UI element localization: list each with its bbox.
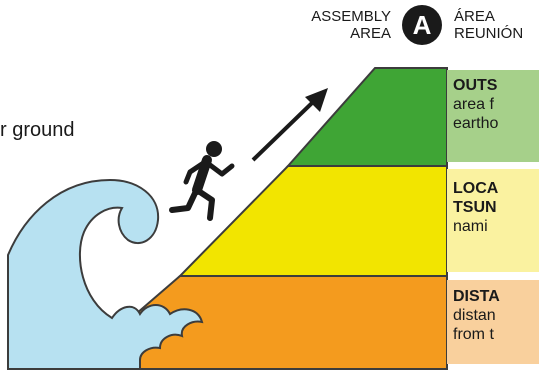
zone-outside-green: [288, 68, 447, 166]
zone-panel-outside: OUTS area f eartho: [447, 70, 539, 162]
assembly-area-label-en: ASSEMBLY AREA: [254, 8, 391, 42]
zone-panel-body: eartho: [453, 114, 539, 133]
zone-panel-body: nami: [453, 217, 539, 236]
zone-panel-title: DISTA: [453, 287, 539, 306]
assembly-es-line2: REUNIÓN: [454, 25, 523, 42]
assembly-en-line1: ASSEMBLY: [254, 8, 391, 25]
zone-panel-title: TSUN: [453, 198, 539, 217]
assembly-area-a-icon: A: [402, 5, 442, 45]
assembly-es-line1: ÁREA: [454, 8, 523, 25]
assembly-badge-letter: A: [413, 10, 432, 40]
zone-panel-local: LOCA TSUN nami: [447, 169, 539, 272]
higher-ground-text: r ground: [0, 119, 75, 142]
zone-panel-distant: DISTA distan from t: [447, 280, 539, 364]
zone-local-yellow: [180, 166, 447, 276]
assembly-en-line2: AREA: [254, 25, 391, 42]
running-person-icon: [172, 141, 232, 218]
assembly-area-label-es: ÁREA REUNIÓN: [454, 8, 523, 42]
zone-panel-body: from t: [453, 325, 539, 344]
zone-panel-body: area f: [453, 95, 539, 114]
zone-panel-title: LOCA: [453, 179, 539, 198]
zone-panel-body: distan: [453, 306, 539, 325]
zone-panel-title: OUTS: [453, 76, 539, 95]
